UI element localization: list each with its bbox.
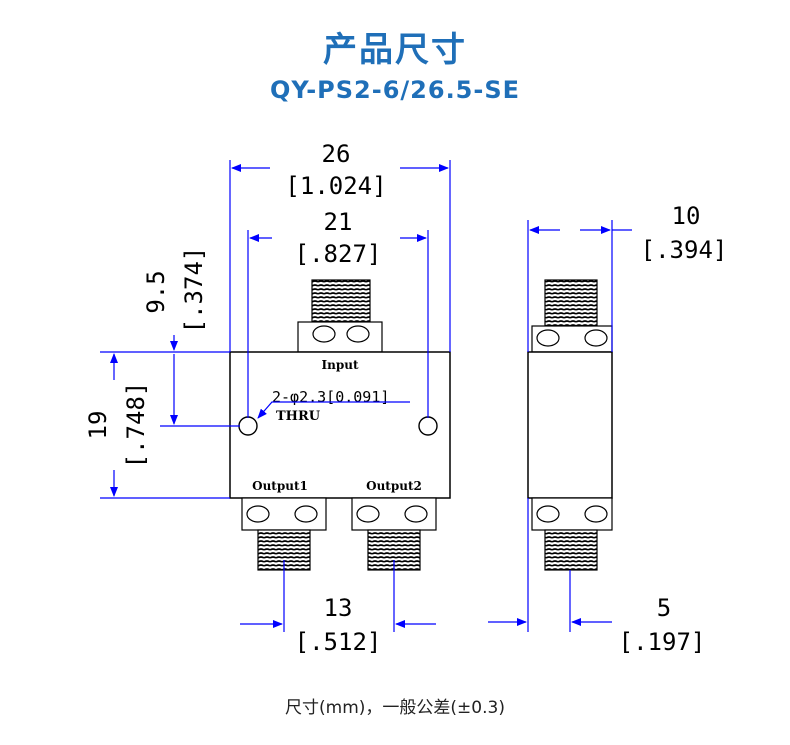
- tolerance-note: 尺寸(mm)，一般公差(±0.3): [285, 698, 505, 718]
- mounting-hole-right: [418, 416, 438, 436]
- model-number: QY-PS2-6/26.5-SE: [269, 76, 521, 104]
- side-body: [527, 351, 613, 499]
- side-top-connector: [531, 279, 613, 353]
- dim-19-mm: 19: [84, 411, 112, 440]
- input-connector: [297, 279, 383, 353]
- hole-note: 2-φ2.3[0.091]: [272, 388, 389, 406]
- port-output1-label: Output1: [252, 479, 308, 493]
- dim-overall-width: 26 [1.024]: [229, 140, 451, 352]
- splitter-body: [229, 351, 451, 499]
- output1-connector: [241, 497, 327, 571]
- dim-connector-height: 9.5 [.374]: [142, 247, 240, 427]
- dim-21-inch: [.827]: [295, 240, 382, 268]
- port-input-label: Input: [322, 358, 359, 372]
- dim-side-offset: 5 [.197]: [488, 498, 705, 656]
- port-output2-label: Output2: [366, 479, 422, 493]
- dim-10-mm: 10: [672, 202, 701, 230]
- dim-19-inch: [.748]: [122, 382, 150, 469]
- dim-5-mm: 5: [657, 594, 671, 622]
- dim-21-mm: 21: [324, 208, 353, 236]
- dim-body-height: 19 [.748]: [84, 351, 230, 499]
- dim-connector-span: 21 [.827]: [247, 208, 429, 418]
- page-title: 产品尺寸: [323, 30, 467, 70]
- hole-note-thru: THRU: [276, 409, 321, 424]
- output2-connector: [351, 497, 437, 571]
- dim-5-inch: [.197]: [619, 628, 706, 656]
- dim-9.5-inch: [.374]: [180, 247, 208, 334]
- dim-26-mm: 26: [322, 140, 351, 168]
- dim-side-width: 10 [.394]: [527, 202, 728, 352]
- hole-leader-line: [257, 401, 410, 419]
- mounting-hole-left: [238, 416, 258, 436]
- dim-26-inch: [1.024]: [285, 172, 386, 200]
- side-view: 10 [.394] 5 [.197]: [488, 202, 727, 656]
- dim-13-inch: [.512]: [295, 628, 382, 656]
- front-view: Input Output1 Output2 2-φ2.3[0.091] THRU…: [84, 140, 451, 656]
- dim-9.5-mm: 9.5: [142, 270, 170, 313]
- dim-10-inch: [.394]: [641, 236, 728, 264]
- dim-output-spacing: 13 [.512]: [240, 560, 436, 656]
- dim-13-mm: 13: [324, 594, 353, 622]
- side-bottom-connector: [531, 497, 613, 571]
